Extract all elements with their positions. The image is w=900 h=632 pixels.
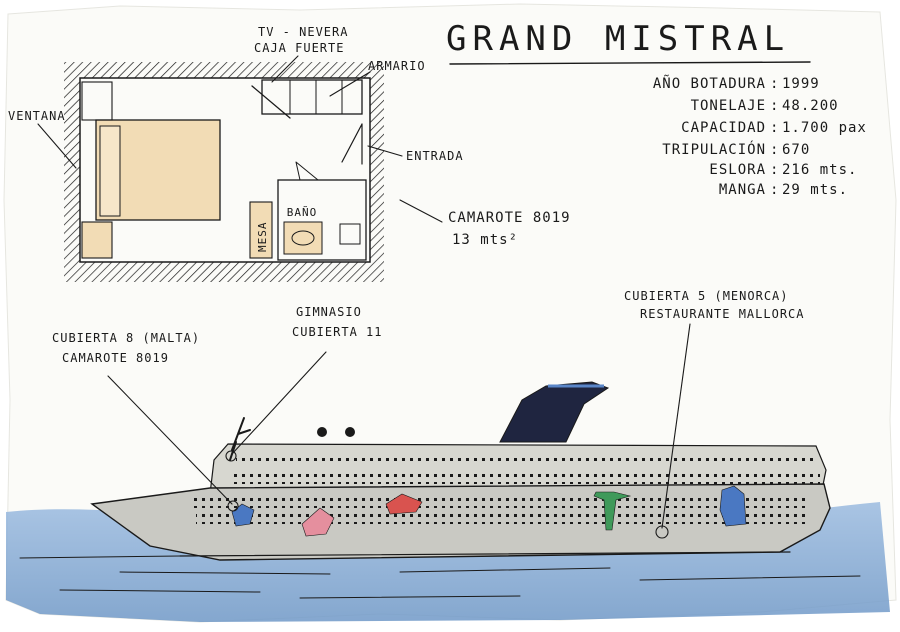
spec-label: TONELAJE bbox=[691, 98, 766, 114]
ship-title: GRAND MISTRAL bbox=[446, 19, 790, 59]
cabin-name: CAMAROTE 8019 bbox=[448, 210, 571, 226]
porthole-row bbox=[196, 514, 806, 524]
label-entrance: ENTRADA bbox=[406, 149, 464, 163]
spec-colon: : bbox=[770, 142, 779, 158]
callout-deck8-line2: CAMAROTE 8019 bbox=[62, 351, 169, 365]
callout-deck8-line1: CUBIERTA 8 (MALTA) bbox=[52, 331, 200, 345]
cabin-area: 13 mts² bbox=[452, 232, 518, 248]
cruise-ship bbox=[90, 381, 831, 561]
spec-value: 1999 bbox=[782, 76, 820, 92]
label-wardrobe: ARMARIO bbox=[368, 59, 426, 73]
label-tv-fridge: TV - NEVERA bbox=[258, 25, 348, 39]
label-safe: CAJA FUERTE bbox=[254, 41, 344, 55]
spec-value: 1.700 pax bbox=[782, 120, 867, 136]
window-row bbox=[236, 456, 816, 466]
callout-deck5-line1: CUBIERTA 5 (MENORCA) bbox=[624, 289, 789, 303]
spec-colon: : bbox=[770, 120, 779, 136]
hull-figures bbox=[231, 485, 747, 537]
spec-colon: : bbox=[770, 162, 779, 178]
spec-list: AÑO BOTADURA : 1999 TONELAJE : 48.200 CA… bbox=[653, 75, 867, 198]
desk-label: MESA bbox=[256, 222, 269, 253]
spec-label: ESLORA bbox=[709, 162, 766, 178]
toilet bbox=[283, 221, 323, 255]
label-window: VENTANA bbox=[8, 109, 66, 123]
callout-deck5-line2: RESTAURANTE MALLORCA bbox=[640, 307, 805, 321]
bathroom-label: BAÑO bbox=[287, 206, 318, 219]
spec-value: 48.200 bbox=[782, 98, 839, 114]
title-underline bbox=[449, 61, 811, 65]
spec-value: 29 mts. bbox=[782, 182, 848, 198]
spec-colon: : bbox=[770, 76, 779, 92]
spec-value: 216 mts. bbox=[782, 162, 857, 178]
bathroom bbox=[277, 179, 367, 261]
wardrobe bbox=[261, 79, 363, 115]
spec-label: MANGA bbox=[719, 182, 766, 198]
callout-gym-line1: GIMNASIO bbox=[296, 305, 362, 319]
porthole-row bbox=[190, 498, 810, 508]
spec-label: AÑO BOTADURA bbox=[653, 75, 766, 92]
spec-label: TRIPULACIÓN bbox=[662, 140, 766, 158]
cabin-floor-plan: BAÑO MESA bbox=[64, 62, 384, 282]
spec-value: 670 bbox=[782, 142, 810, 158]
spec-colon: : bbox=[770, 182, 779, 198]
spec-colon: : bbox=[770, 98, 779, 114]
spec-label: CAPACIDAD bbox=[681, 120, 766, 136]
desk bbox=[249, 201, 273, 259]
plan-leader-lines bbox=[37, 55, 443, 223]
window-row bbox=[230, 474, 820, 484]
sea-strokes bbox=[19, 555, 861, 599]
callout-gym-line2: CUBIERTA 11 bbox=[292, 325, 382, 339]
callout-leader-lines bbox=[107, 323, 691, 539]
pillow bbox=[99, 125, 121, 217]
